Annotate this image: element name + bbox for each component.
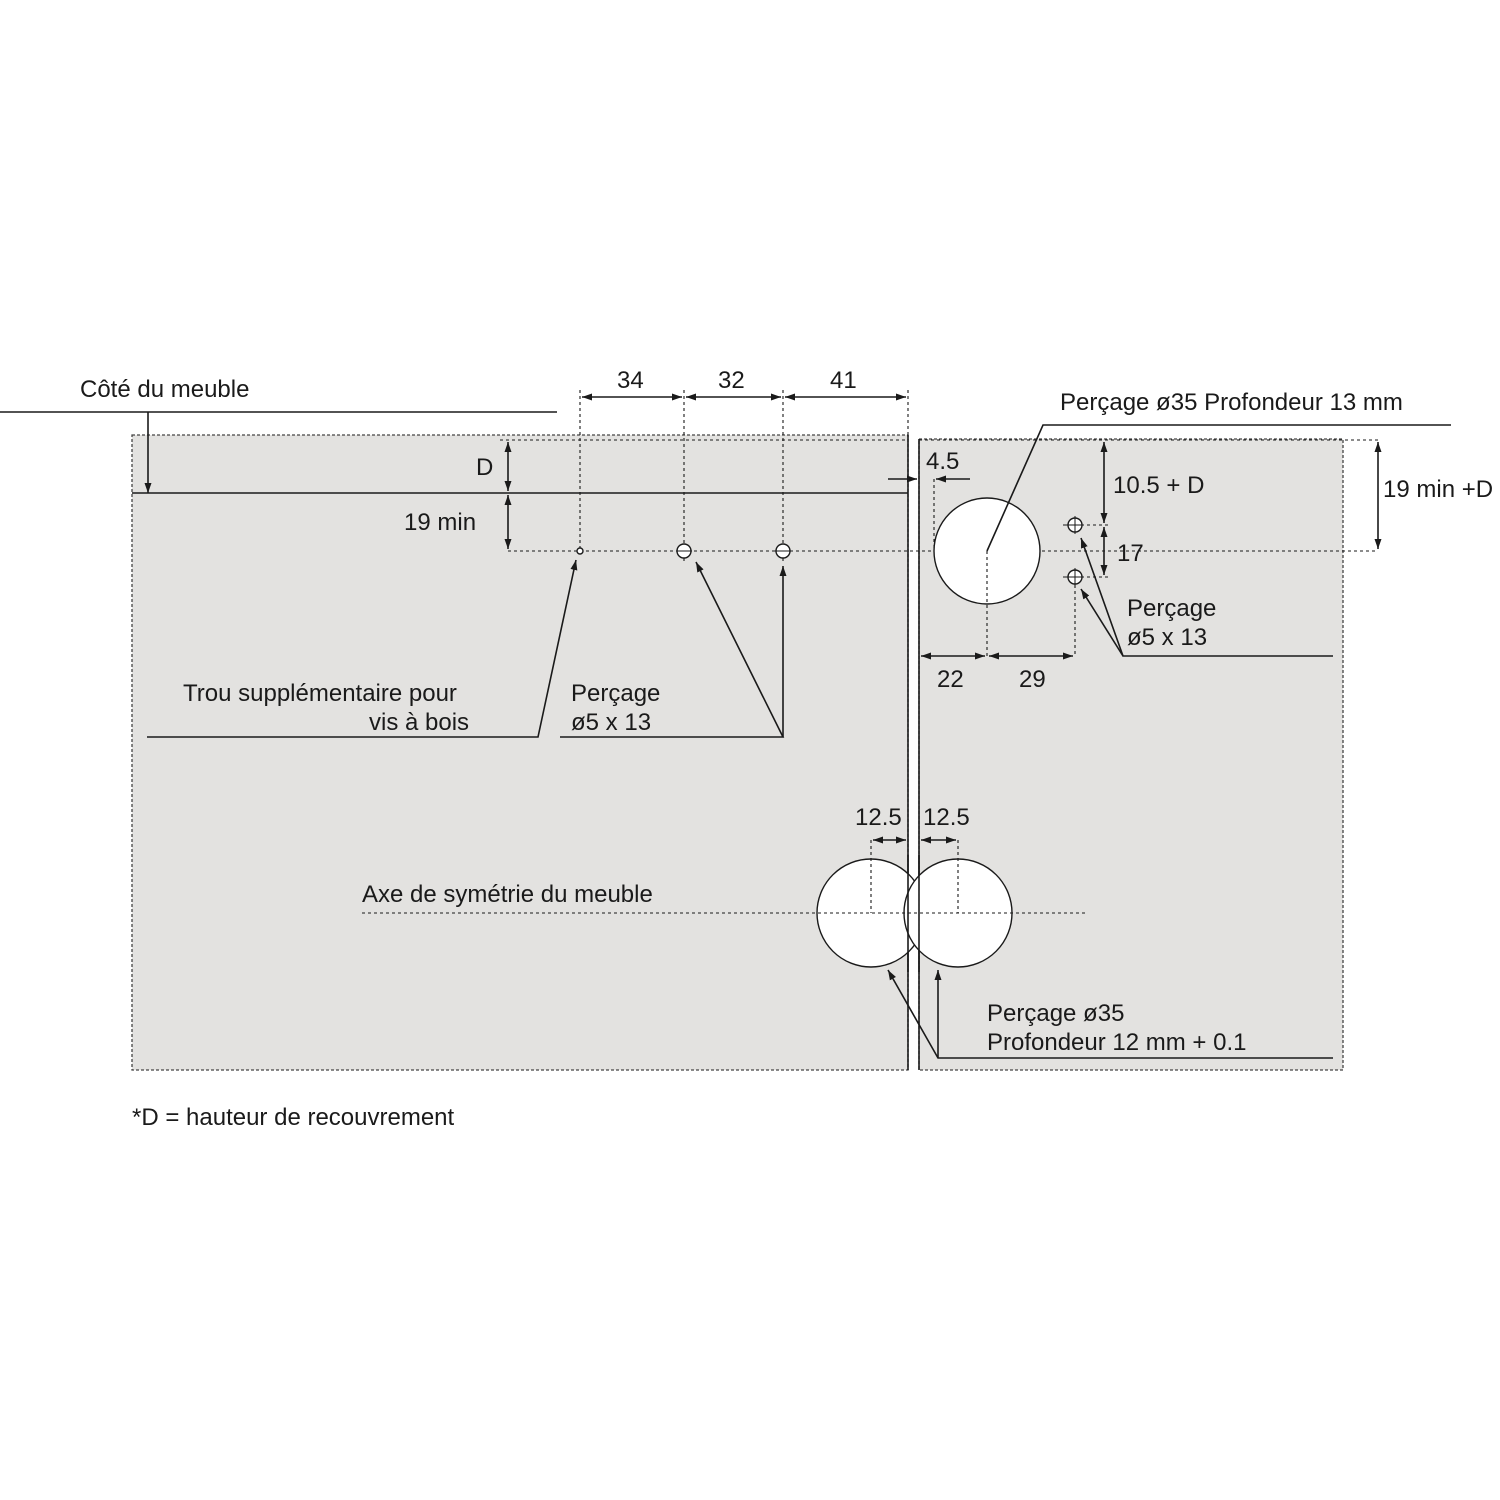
dim-32-label: 32 xyxy=(718,367,745,394)
dim-19-min-d-label: 19 min +D xyxy=(1383,476,1493,503)
dim-22-label: 22 xyxy=(937,666,964,693)
right-drill-label-2: ø5 x 13 xyxy=(1127,624,1207,651)
dim-17-label: 17 xyxy=(1117,540,1144,567)
footnote: *D = hauteur de recouvrement xyxy=(132,1104,455,1131)
dim-19-min-label: 19 min xyxy=(404,509,476,536)
cup-hole-leader xyxy=(986,424,1451,552)
cabinet-side-label: Côté du meuble xyxy=(80,376,249,403)
cup-drill-label: Perçage ø35 Profondeur 13 mm xyxy=(1060,389,1403,416)
extra-hole-label-1: Trou supplémentaire pour xyxy=(183,680,457,707)
left-drill-label-2: ø5 x 13 xyxy=(571,709,651,736)
dim-12-5-left-label: 12.5 xyxy=(855,804,902,831)
right-drill-leader-2 xyxy=(1080,588,1124,657)
dim-d-label: D xyxy=(476,454,493,481)
dim-12-5-right-label: 12.5 xyxy=(923,804,970,831)
extra-hole-leader xyxy=(147,559,578,738)
extra-screw-hole xyxy=(576,547,584,555)
left-drill-label-1: Perçage xyxy=(571,680,660,707)
dim-34-label: 34 xyxy=(617,367,644,394)
symmetry-axis-label: Axe de symétrie du meuble xyxy=(362,881,653,908)
bottom-drill-label-1: Perçage ø35 xyxy=(987,1000,1124,1027)
right-drill-label-1: Perçage xyxy=(1127,595,1216,622)
extra-hole-label-2: vis à bois xyxy=(369,709,469,736)
dim-10-5-d-label: 10.5 + D xyxy=(1113,472,1204,499)
bottom-drill-label-2: Profondeur 12 mm + 0.1 xyxy=(987,1029,1246,1056)
left-panel xyxy=(131,434,909,1071)
dim-29-label: 29 xyxy=(1019,666,1046,693)
dim-4-5-label: 4.5 xyxy=(926,448,959,475)
dim-41-label: 41 xyxy=(830,367,857,394)
